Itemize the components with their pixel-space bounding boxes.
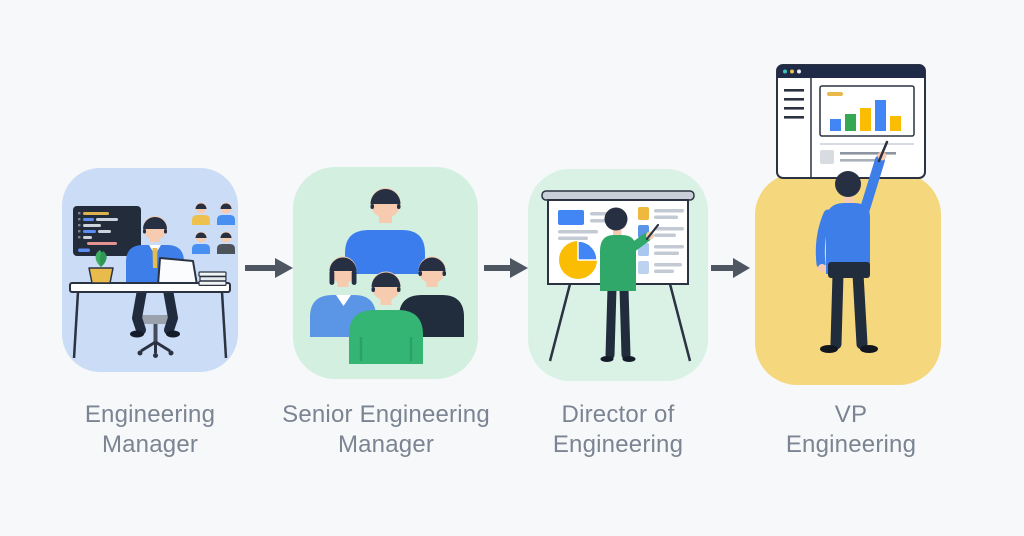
- dashboard-bar: [830, 119, 841, 131]
- team-member-green-shirt: [349, 271, 423, 364]
- presenter-person: [600, 207, 660, 362]
- dashboard-bar: [860, 108, 871, 131]
- bar-chart-panel: [819, 85, 915, 137]
- office-chair: [137, 315, 174, 358]
- step-label-engineering-manager: Engineering Manager: [10, 400, 290, 460]
- label-line: Manager: [101, 431, 199, 458]
- chart-title-bar: [827, 92, 843, 96]
- desk-top: [69, 282, 231, 293]
- dashboard-bar: [845, 114, 856, 131]
- desk-legs: [72, 291, 228, 359]
- team-avatar: [217, 231, 235, 254]
- team-avatar: [192, 231, 210, 254]
- pen-icon: [877, 140, 889, 163]
- board-blue-block: [558, 210, 584, 225]
- plant-icon: [88, 250, 114, 284]
- vp-person: [815, 140, 889, 353]
- senior-engineering-manager-illustration: [293, 167, 478, 379]
- arrow-1: [243, 254, 293, 282]
- books-icon: [198, 271, 227, 286]
- director-of-engineering-illustration: [528, 169, 708, 381]
- step-card-director-of-engineering: [528, 169, 708, 381]
- label-line: Engineering: [785, 431, 917, 458]
- code-screen-icon: [73, 206, 141, 256]
- team-member-back: [345, 188, 425, 274]
- step-label-senior-engineering-manager: Senior Engineering Manager: [246, 400, 526, 460]
- arrow-right-icon: [484, 258, 528, 278]
- label-line: VP: [834, 401, 868, 428]
- step-card-senior-engineering-manager: [293, 167, 478, 379]
- window-title-bar: [777, 65, 925, 78]
- label-line: Director of: [561, 401, 675, 428]
- laptop-icon: [157, 257, 198, 286]
- step-label-vp-engineering: VP Engineering: [711, 400, 991, 460]
- tie: [152, 248, 158, 268]
- arrow-right-icon: [711, 258, 750, 278]
- window-thumbnail: [820, 150, 834, 164]
- dashboard-window: [776, 64, 926, 179]
- pen-icon: [645, 223, 660, 241]
- card-background: [755, 173, 941, 385]
- vp-left-hand: [818, 264, 826, 272]
- label-line: Manager: [337, 431, 435, 458]
- seated-legs: [130, 285, 180, 338]
- step-card-vp-engineering: [752, 62, 945, 387]
- dashboard-bar: [875, 100, 886, 131]
- team-avatars: [192, 202, 235, 254]
- label-line: Engineering: [552, 431, 684, 458]
- label-line: Senior Engineering: [282, 401, 490, 428]
- arrow-3: [710, 254, 750, 282]
- team-avatar: [217, 202, 235, 225]
- presenter-head: [604, 207, 628, 231]
- step-label-director-of-engineering: Director of Engineering: [478, 400, 758, 460]
- window-dot-yellow: [790, 69, 794, 74]
- engineering-manager-illustration: [62, 168, 238, 372]
- window-dot-teal: [783, 69, 787, 74]
- dashboard-bar: [890, 116, 901, 131]
- board-list-items: [638, 207, 684, 274]
- label-line: Engineering: [84, 401, 216, 428]
- window-dot-white: [797, 69, 801, 74]
- team-avatar: [192, 202, 210, 225]
- arrow-right-icon: [245, 258, 293, 278]
- vp-engineering-illustration: [755, 64, 941, 385]
- window-sidebar-lines: [784, 89, 804, 119]
- arrow-2: [482, 254, 528, 282]
- vp-head: [835, 171, 861, 197]
- step-card-engineering-manager: [62, 168, 238, 372]
- pie-chart-icon: [559, 240, 598, 279]
